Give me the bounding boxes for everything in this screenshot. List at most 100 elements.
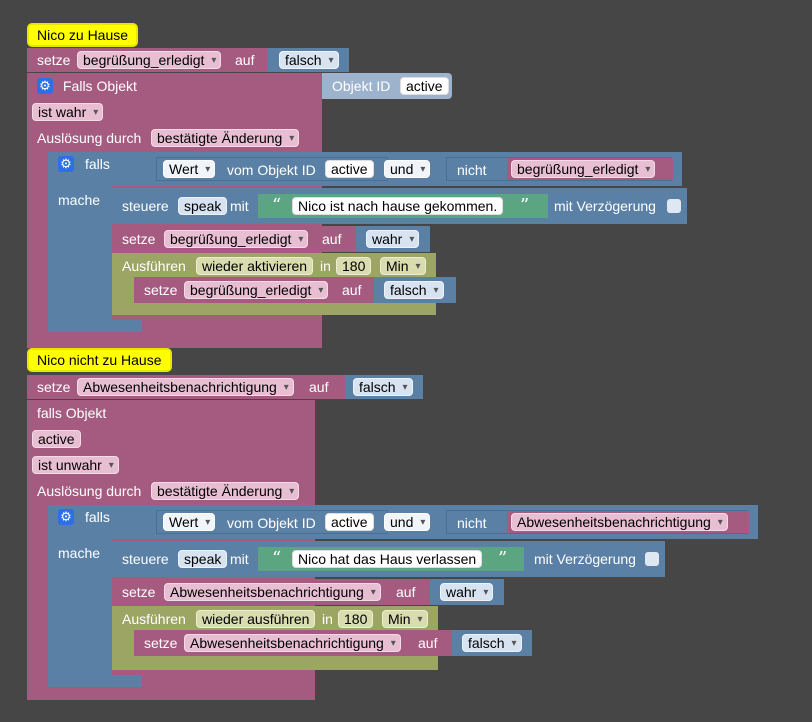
control-block[interactable]: steuere speak mit “ Nico hat das Haus ve… (112, 541, 665, 577)
bool-value: wahr (372, 231, 403, 247)
chevron-down-icon: ▾ (289, 486, 295, 497)
auf-label: auf (396, 584, 416, 600)
checkbox[interactable] (645, 552, 659, 566)
object-id-field[interactable]: active (325, 513, 374, 531)
mit-label: mit (230, 198, 249, 214)
if-block[interactable]: ⚙ falls mache (48, 505, 112, 687)
variable-dropdown[interactable]: Abwesenheitsbenachrichtigung▾ (511, 513, 728, 531)
ausfuehren-label: Ausführen (122, 258, 186, 274)
setze-label: setze (122, 231, 156, 247)
gear-icon[interactable]: ⚙ (37, 78, 53, 94)
bool-dropdown[interactable]: wahr ▾ (440, 583, 494, 601)
set-variable-block[interactable]: setze begrüßung_erledigt▾ auf falsch ▾ (134, 277, 456, 303)
unit-value: Min (388, 611, 411, 627)
set-variable-block[interactable]: setze begrüßung_erledigt▾ auf falsch▾ (27, 48, 349, 72)
auf-label: auf (235, 52, 255, 68)
delay-number-field[interactable]: 180 (338, 610, 374, 628)
bool-block[interactable]: falsch▾ (267, 48, 349, 72)
steuere-label: steuere (122, 198, 169, 214)
trigger-value: bestätigte Änderung (157, 483, 283, 499)
bool-block[interactable]: falsch ▾ (374, 277, 456, 303)
bool-value: falsch (359, 379, 396, 395)
variable-dropdown[interactable]: Abwesenheitsbenachrichtigung▾ (184, 634, 401, 652)
auf-label: auf (342, 282, 362, 298)
checkbox[interactable] (667, 199, 681, 213)
trigger-dropdown[interactable]: bestätigte Änderung▾ (151, 129, 300, 147)
variable-get-block[interactable]: begrüßung_erledigt▾ (507, 158, 673, 180)
bool-value: falsch (390, 282, 427, 298)
wert-dropdown[interactable]: Wert▾ (163, 160, 216, 178)
bool-block[interactable]: falsch ▾ (345, 375, 423, 399)
bool-block[interactable]: wahr ▾ (430, 579, 504, 605)
speak-dropdown[interactable]: speak (178, 197, 228, 215)
bool-dropdown[interactable]: falsch▾ (462, 634, 522, 652)
bool-dropdown[interactable]: falsch ▾ (353, 378, 413, 396)
bool-block[interactable]: falsch▾ (452, 630, 532, 656)
set-variable-block[interactable]: setze Abwesenheitsbenachrichtigung▾ auf … (134, 630, 532, 656)
variable-get-block[interactable]: Abwesenheitsbenachrichtigung▾ (507, 511, 749, 533)
text-field[interactable]: Nico ist nach hause gekommen. (292, 197, 504, 215)
setze-label: setze (144, 635, 178, 651)
object-id-field[interactable]: active (325, 160, 374, 178)
value-block[interactable]: Wert▾ vom Objekt ID active (156, 157, 388, 181)
comment-nico-nicht-zu-hause[interactable]: Nico nicht zu Hause (27, 348, 172, 372)
gear-icon[interactable]: ⚙ (58, 509, 74, 525)
condition-value: ist wahr (38, 104, 87, 120)
value-block[interactable]: Wert▾ vom Objekt ID active (156, 510, 388, 534)
bool-dropdown[interactable]: falsch ▾ (384, 281, 444, 299)
variable-dropdown[interactable]: Abwesenheitsbenachrichtigung▾ (77, 378, 294, 396)
logic-and-block[interactable]: Wert▾ vom Objekt ID active und▾ nicht be… (144, 152, 682, 186)
control-block[interactable]: steuere speak mit “ Nico ist nach hause … (112, 188, 687, 224)
trigger-dropdown[interactable]: bestätigte Änderung ▾ (151, 482, 300, 500)
condition-dropdown[interactable]: ist unwahr▾ (32, 456, 119, 474)
setze-label: setze (144, 282, 178, 298)
object-id-field[interactable]: active (400, 77, 449, 95)
timeout-name-field[interactable]: wieder ausführen (196, 610, 316, 628)
if-block[interactable]: ⚙ falls mache (48, 152, 112, 332)
variable-name: Abwesenheitsbenachrichtigung (190, 635, 384, 651)
condition-dropdown[interactable]: ist wahr▾ (32, 103, 104, 121)
variable-dropdown[interactable]: begrüßung_erledigt▾ (77, 51, 222, 69)
chevron-down-icon: ▾ (433, 285, 439, 296)
variable-dropdown[interactable]: begrüßung_erledigt▾ (164, 230, 309, 248)
set-variable-block[interactable]: setze Abwesenheitsbenachrichtigung▾ auf … (27, 375, 423, 399)
variable-dropdown[interactable]: begrüßung_erledigt▾ (511, 160, 656, 178)
text-field[interactable]: Nico hat das Haus verlassen (292, 550, 483, 568)
set-variable-block[interactable]: setze Abwesenheitsbenachrichtigung▾ auf … (112, 579, 504, 605)
bool-value: falsch (285, 52, 322, 68)
quote-close-icon: ” (520, 195, 530, 216)
gear-icon[interactable]: ⚙ (58, 156, 74, 172)
operator-dropdown[interactable]: und▾ (384, 513, 431, 531)
not-block[interactable]: nicht Abwesenheitsbenachrichtigung▾ (446, 510, 749, 534)
wert-value: Wert (169, 514, 199, 530)
delay-number-field[interactable]: 180 (336, 257, 372, 275)
quote-open-icon: “ (272, 195, 282, 216)
text-block[interactable]: “ Nico ist nach hause gekommen. ” (258, 194, 548, 218)
set-variable-block[interactable]: setze begrüßung_erledigt▾ auf wahr▾ (112, 226, 430, 252)
text-block[interactable]: “ Nico hat das Haus verlassen ” (258, 547, 524, 571)
variable-dropdown[interactable]: Abwesenheitsbenachrichtigung▾ (164, 583, 381, 601)
chevron-down-icon: ▾ (318, 285, 324, 296)
setze-label: setze (37, 379, 71, 395)
not-block[interactable]: nicht begrüßung_erledigt▾ (446, 157, 673, 181)
setze-label: setze (122, 584, 156, 600)
comment-nico-zu-hause[interactable]: Nico zu Hause (27, 23, 139, 47)
bool-dropdown[interactable]: wahr▾ (366, 230, 420, 248)
chevron-down-icon: ▾ (483, 587, 489, 598)
nicht-label: nicht (457, 515, 487, 531)
operator-dropdown[interactable]: und▾ (384, 160, 431, 178)
object-id-dropdown[interactable]: active (32, 430, 81, 448)
unit-dropdown[interactable]: Min▾ (380, 257, 426, 275)
chevron-down-icon: ▾ (402, 382, 408, 393)
timeout-name-field[interactable]: wieder aktivieren (196, 257, 314, 275)
bool-dropdown[interactable]: falsch▾ (279, 51, 339, 69)
logic-and-block[interactable]: Wert▾ vom Objekt ID active und▾ nicht Ab… (144, 505, 758, 539)
object-id-block[interactable]: Objekt ID active (322, 73, 452, 99)
wert-dropdown[interactable]: Wert▾ (163, 513, 216, 531)
variable-dropdown[interactable]: begrüßung_erledigt▾ (184, 281, 329, 299)
unit-dropdown[interactable]: Min▾ (382, 610, 428, 628)
bool-block[interactable]: wahr▾ (356, 226, 430, 252)
bool-value: wahr (446, 584, 477, 600)
bool-value: falsch (468, 635, 505, 651)
speak-dropdown[interactable]: speak (178, 550, 228, 568)
